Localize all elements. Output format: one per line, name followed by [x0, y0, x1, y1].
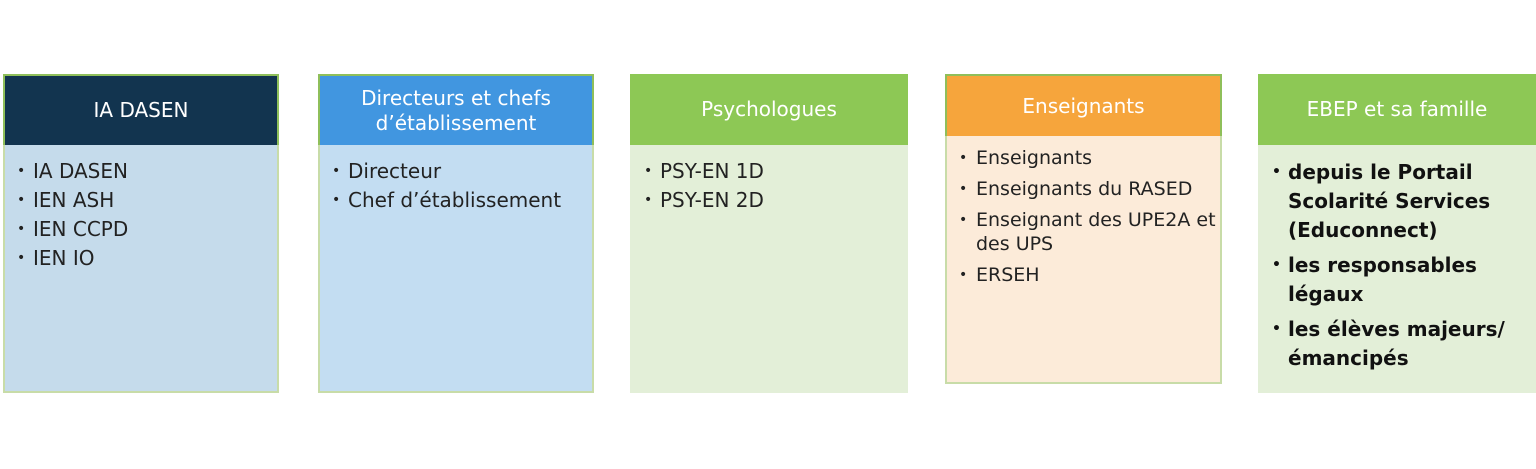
card-psychologues: Psychologues •PSY-EN 1D •PSY-EN 2D: [630, 74, 908, 393]
bullet-icon: •: [644, 163, 653, 179]
item-list: •depuis le Portail Scolarité Services (E…: [1272, 158, 1536, 373]
bullet-icon: •: [959, 267, 968, 283]
list-item: •ERSEH: [959, 264, 1040, 286]
card-body: •IA DASEN •IEN ASH •IEN CCPD •IEN IO: [3, 145, 279, 393]
list-item: •Directeur: [332, 157, 592, 186]
bullet-icon: •: [959, 150, 968, 166]
card-title: EBEP et sa famille: [1306, 97, 1488, 121]
list-item: •IEN CCPD: [17, 215, 277, 244]
bullet-icon: •: [644, 192, 653, 208]
card-title: Psychologues: [701, 97, 837, 121]
list-item: •PSY-EN 2D: [644, 186, 908, 215]
list-item: •IEN ASH: [17, 186, 277, 215]
item-list: •IA DASEN •IEN ASH •IEN CCPD •IEN IO: [17, 157, 277, 273]
list-item: •depuis le Portail Scolarité Services (E…: [1272, 160, 1491, 242]
bullet-icon: •: [17, 250, 26, 266]
card-enseignants: Enseignants •Enseignants •Enseignants du…: [945, 74, 1222, 384]
list-item: • les élèves majeurs/émancipés: [1272, 317, 1505, 370]
card-header: Directeurs et chefs d’établissement: [318, 74, 594, 145]
list-item: •IEN IO: [17, 244, 277, 273]
item-list: •Directeur •Chef d’établissement: [332, 157, 592, 215]
list-item: •IA DASEN: [17, 157, 277, 186]
item-list: •Enseignants •Enseignants du RASED •Ense…: [959, 146, 1220, 287]
list-item: •Enseignant des UPE2A et des UPS: [959, 209, 1216, 255]
card-title: Enseignants: [1022, 93, 1145, 118]
bullet-icon: •: [1272, 257, 1281, 273]
list-item: •Enseignants: [959, 147, 1093, 169]
bullet-icon: •: [17, 192, 26, 208]
item-list: •PSY-EN 1D •PSY-EN 2D: [644, 157, 908, 215]
bullet-icon: •: [1272, 164, 1281, 180]
bullet-icon: •: [959, 181, 968, 197]
list-item: •les responsables légaux: [1272, 253, 1477, 306]
bullet-icon: •: [959, 212, 968, 228]
list-item: •Chef d’établissement: [332, 186, 592, 215]
bullet-icon: •: [332, 192, 341, 208]
card-body: •Directeur •Chef d’établissement: [318, 145, 594, 393]
card-body: •PSY-EN 1D •PSY-EN 2D: [630, 145, 908, 393]
card-header: Enseignants: [945, 74, 1222, 136]
card-title: IA DASEN: [93, 98, 189, 122]
card-body: •depuis le Portail Scolarité Services (E…: [1258, 145, 1536, 393]
card-ia-dasen: IA DASEN •IA DASEN •IEN ASH •IEN CCPD •I…: [3, 74, 279, 393]
card-title: Directeurs et chefs d’établissement: [361, 85, 551, 135]
bullet-icon: •: [1272, 321, 1281, 337]
card-ebep-famille: EBEP et sa famille •depuis le Portail Sc…: [1258, 74, 1536, 393]
list-item: •Enseignants du RASED: [959, 178, 1193, 200]
card-header: EBEP et sa famille: [1258, 74, 1536, 145]
card-directeurs: Directeurs et chefs d’établissement •Dir…: [318, 74, 594, 393]
card-body: •Enseignants •Enseignants du RASED •Ense…: [945, 136, 1222, 384]
bullet-icon: •: [17, 221, 26, 237]
bullet-icon: •: [332, 163, 341, 179]
bullet-icon: •: [17, 163, 26, 179]
list-item: •PSY-EN 1D: [644, 157, 908, 186]
card-header: IA DASEN: [3, 74, 279, 145]
card-header: Psychologues: [630, 74, 908, 145]
